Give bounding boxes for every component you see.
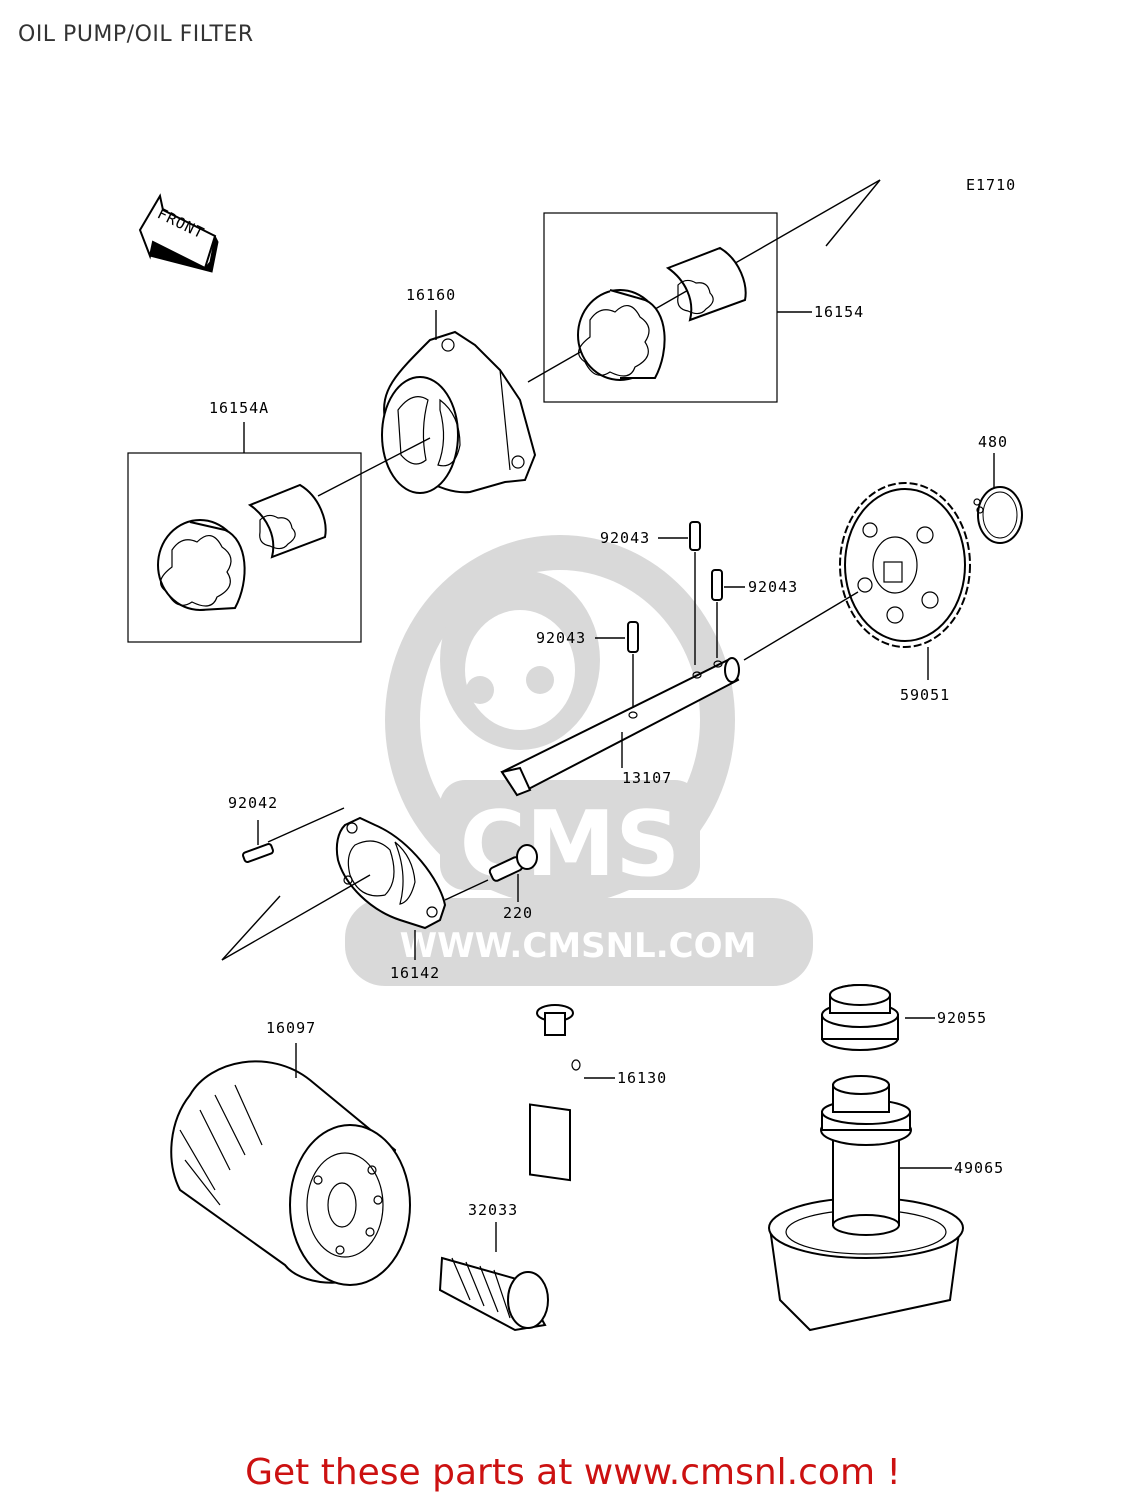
cap-92055 (821, 984, 899, 1051)
dowel-pin-92043-b (711, 569, 723, 601)
label-59051: 59051 (900, 686, 950, 704)
label-480: 480 (978, 433, 1008, 451)
page-title: OIL PUMP/OIL FILTER (18, 22, 254, 47)
pump-body-16160 (381, 330, 537, 494)
dowel-pin-92043-a (689, 521, 701, 551)
pump-cover-16142 (335, 816, 447, 930)
pump-shaft-13107 (500, 657, 740, 797)
label-16142: 16142 (390, 964, 440, 982)
pump-gear-59051 (839, 482, 971, 648)
bolt-220 (488, 844, 538, 882)
label-16154a: 16154A (209, 399, 269, 417)
watermark-brand: CMS (460, 792, 680, 897)
oil-filter-16097 (170, 1060, 411, 1286)
label-16130: 16130 (617, 1069, 667, 1087)
circlip-480 (973, 486, 1023, 544)
label-92043-c: 92043 (536, 629, 586, 647)
label-220: 220 (503, 904, 533, 922)
label-16097: 16097 (266, 1019, 316, 1037)
outer-rotor-16154a (157, 519, 246, 611)
spring-32033 (438, 1256, 549, 1332)
label-13107: 13107 (622, 769, 672, 787)
inner-rotor-16154a (247, 483, 327, 559)
dowel-pin-92043-c (627, 621, 639, 653)
front-arrow-icon: FRONT (138, 193, 219, 273)
diagram-code: E1710 (966, 176, 1016, 194)
label-92042: 92042 (228, 794, 278, 812)
label-92043-a: 92043 (600, 529, 650, 547)
oil-fitting-16130 (529, 1004, 581, 1182)
label-32033: 32033 (468, 1201, 518, 1219)
watermark-url: WWW.CMSNL.COM (400, 926, 757, 966)
outer-rotor-16154 (577, 289, 666, 381)
dowel-pin-92042 (242, 843, 274, 863)
kit-box-16154 (543, 212, 778, 403)
label-16160: 16160 (406, 286, 456, 304)
label-16154: 16154 (814, 303, 864, 321)
label-92043-b: 92043 (748, 578, 798, 596)
label-49065: 49065 (954, 1159, 1004, 1177)
footer-cta[interactable]: Get these parts at www.cmsnl.com ! (0, 1452, 1146, 1493)
filter-wrench-49065 (768, 1075, 964, 1332)
footer-link[interactable]: Get these parts at www.cmsnl.com ! (245, 1452, 901, 1493)
inner-rotor-16154 (665, 246, 747, 322)
label-92055: 92055 (937, 1009, 987, 1027)
